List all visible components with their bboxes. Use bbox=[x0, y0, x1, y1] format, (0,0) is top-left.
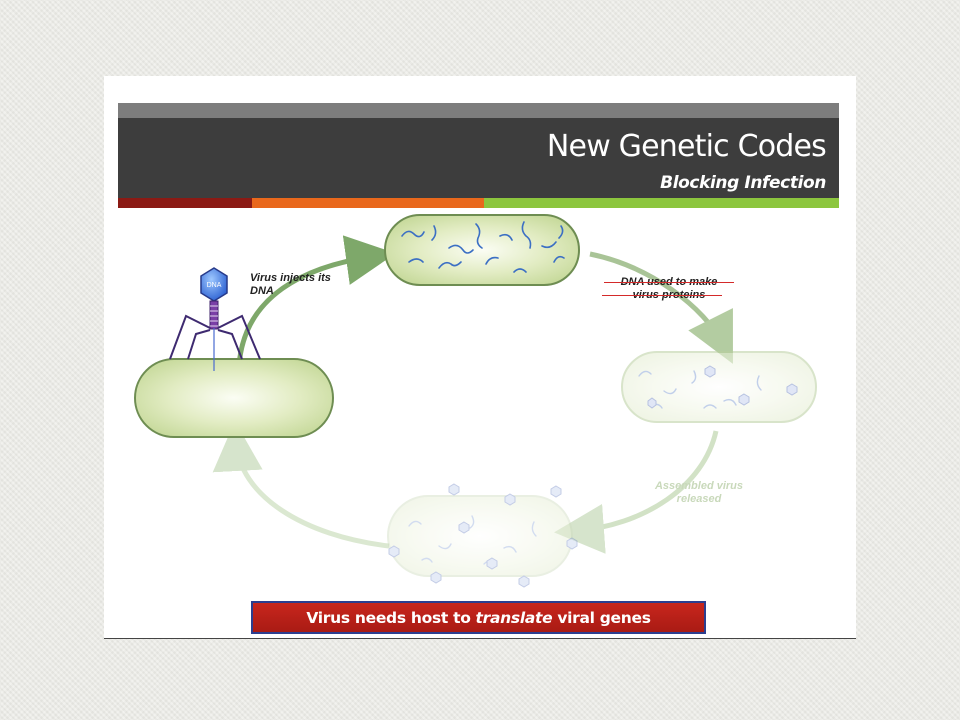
label-assembled-line2: released bbox=[676, 493, 722, 505]
host-cell-bottom bbox=[387, 483, 578, 588]
infection-cycle-diagram: DNA bbox=[134, 214, 817, 588]
label-virus-injects-line2: DNA bbox=[250, 285, 274, 297]
host-cell-right bbox=[621, 351, 817, 423]
slide-title: New Genetic Codes bbox=[546, 129, 827, 164]
strikethrough-line-1 bbox=[604, 282, 734, 283]
accent-strip-orange bbox=[252, 198, 484, 208]
slide: New Genetic Codes Blocking Infection bbox=[104, 76, 856, 639]
bacteriophage: DNA bbox=[169, 267, 261, 371]
arrow-right-to-bottom bbox=[554, 430, 719, 554]
phage-head-label: DNA bbox=[207, 282, 222, 289]
strikethrough-line-2 bbox=[602, 295, 722, 296]
host-cell-top bbox=[384, 214, 580, 286]
label-assembled-virus: Assembled virus released bbox=[639, 480, 759, 506]
host-cell-left bbox=[134, 358, 334, 438]
header-top-strip bbox=[118, 103, 839, 118]
arrow-bottom-to-left bbox=[212, 421, 390, 549]
arrow-top-to-right bbox=[589, 251, 733, 364]
viral-dna-strands bbox=[401, 221, 565, 273]
label-virus-injects-line1: Virus injects its bbox=[250, 272, 331, 284]
slide-subtitle: Blocking Infection bbox=[660, 173, 826, 193]
header-bar bbox=[118, 118, 839, 198]
arrow-inject-to-top bbox=[236, 235, 396, 367]
accent-strip-green bbox=[484, 198, 839, 208]
label-virus-injects: Virus injects its DNA bbox=[250, 272, 360, 298]
label-dna-virus-proteins: DNA used to make virus proteins bbox=[594, 276, 744, 302]
label-assembled-line1: Assembled virus bbox=[654, 480, 744, 492]
cycle-arrows bbox=[212, 235, 733, 554]
banner-text-after: viral genes bbox=[557, 608, 651, 627]
banner-text-emphasis: translate bbox=[475, 608, 553, 627]
banner-text-before: Virus needs host to bbox=[306, 608, 471, 627]
conclusion-banner: Virus needs host to translate viral gene… bbox=[251, 601, 706, 634]
accent-strip-red bbox=[118, 198, 252, 208]
